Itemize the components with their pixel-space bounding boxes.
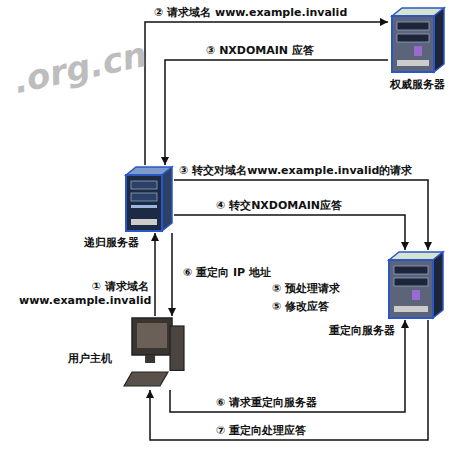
watermark: .org.cn — [10, 34, 150, 101]
server-bay — [131, 193, 157, 201]
step-note: ⑤ 预处理请求 — [272, 282, 340, 296]
pc-monitor — [132, 318, 172, 355]
server-bay — [131, 181, 157, 189]
node-caption: 用户主机 — [52, 352, 112, 366]
step-label: ⑥ 重定向 IP 地址 — [182, 266, 272, 280]
server-node: 重定向服务器 — [385, 250, 445, 320]
server-base — [397, 60, 429, 66]
server-bay — [394, 266, 428, 274]
server-side — [434, 8, 444, 72]
node-caption: 递归服务器 — [80, 236, 142, 250]
step-label: ⑥ 请求重定向服务器 — [215, 396, 318, 410]
host-icon — [385, 250, 445, 320]
step-label: ② 请求域名 www.example.invalid — [153, 6, 348, 20]
pc-stand — [145, 355, 155, 363]
node-caption: 权威服务器 — [378, 78, 456, 92]
server-base — [131, 219, 157, 225]
flow-arrow — [145, 22, 388, 165]
server-node: 用户主机 — [122, 316, 188, 390]
server-side — [433, 252, 443, 318]
server-body — [389, 260, 433, 318]
server-light — [412, 290, 420, 300]
host-icon — [122, 316, 188, 390]
flow-arrow — [165, 60, 388, 165]
server-side — [162, 167, 172, 231]
flow-arrow — [174, 215, 405, 250]
step-label: ③ 转交对域名www.example.invalid的请求 — [178, 164, 413, 178]
host-icon — [388, 6, 446, 74]
server-body — [126, 175, 162, 231]
server-light — [131, 205, 157, 208]
server-node: 递归服务器 — [122, 165, 174, 233]
server-bay — [397, 34, 429, 42]
step-label: ④ 转交NXDOMAIN应答 — [215, 199, 343, 213]
flow-arrow — [150, 320, 428, 440]
host-icon — [122, 165, 174, 233]
flow-arrow — [171, 233, 173, 316]
step-note: ⑤ 修改应答 — [272, 300, 329, 314]
server-node: 权威服务器 — [388, 6, 446, 74]
server-body — [392, 16, 434, 72]
flow-arrow — [174, 180, 428, 250]
step-label: ③ NXDOMAIN 应答 — [205, 44, 315, 58]
step-label: ⑦ 重定向处理应答 — [215, 424, 307, 438]
pc-screen — [137, 323, 167, 348]
pc-tower — [170, 326, 184, 370]
flow-arrow — [170, 320, 405, 412]
server-bay — [397, 22, 429, 30]
step-label: ① 请求域名 www.example.invalid — [18, 280, 150, 308]
server-light — [414, 46, 422, 56]
pc-keyboard — [124, 372, 168, 386]
node-caption: 重定向服务器 — [317, 324, 395, 338]
server-base — [394, 306, 428, 312]
server-bay — [394, 278, 428, 286]
flow-arrow — [154, 233, 156, 316]
